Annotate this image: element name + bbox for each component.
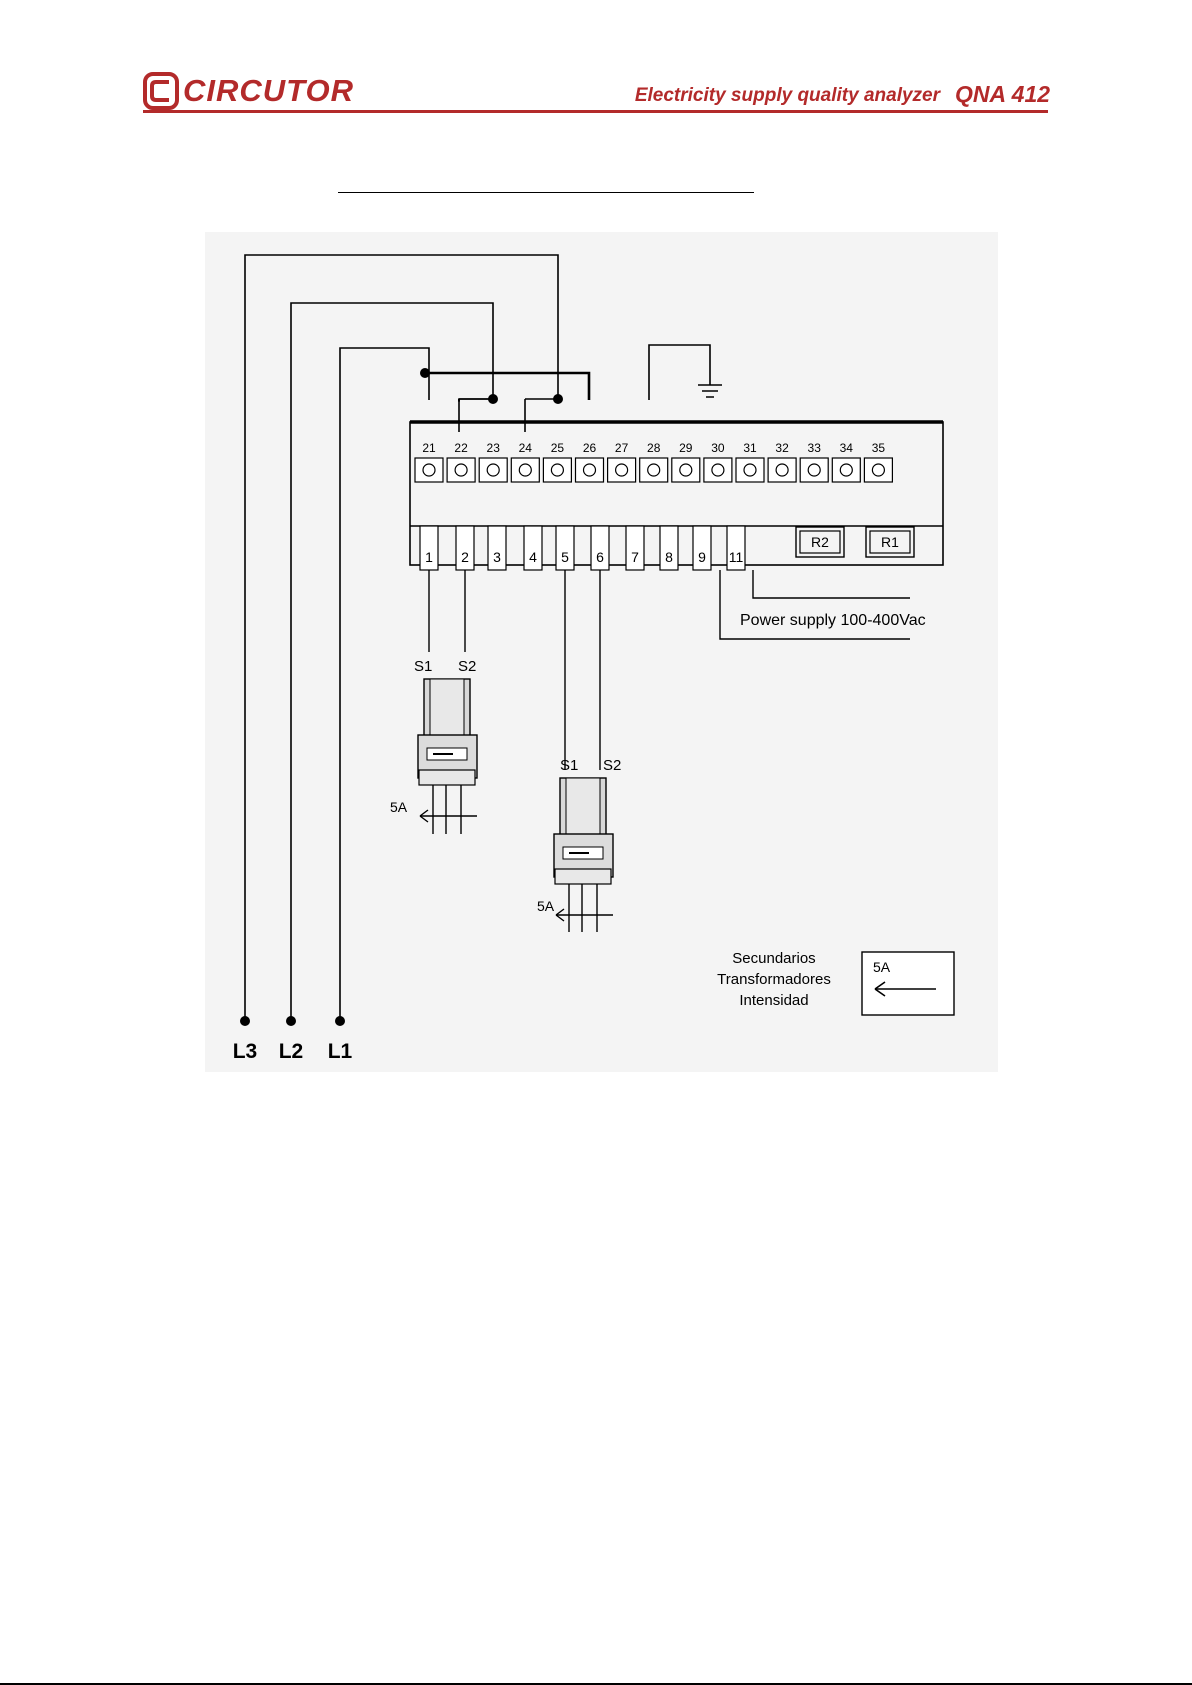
phase-label-l3: L3 (233, 1040, 258, 1063)
terminal-screw (672, 458, 700, 482)
header-divider (143, 110, 1048, 113)
ct1-s2-label: S2 (458, 658, 476, 675)
terminal-screw (736, 458, 764, 482)
document-subtitle: Electricity supply quality analyzer (600, 84, 940, 108)
ct2-wires (565, 570, 600, 770)
terminal-number: 22 (454, 441, 468, 455)
ct1-rating: 5A (390, 799, 408, 815)
top-terminals: 21 22 23 24 25 26 27 28 29 30 31 32 33 34 35 (415, 441, 892, 482)
terminal-number: 26 (583, 441, 597, 455)
phase-label-l1: L1 (328, 1040, 353, 1063)
connector-number: 3 (493, 549, 501, 565)
relay-r2: R2 (796, 527, 844, 557)
legend: Secundarios Transformadores Intensidad 5… (717, 950, 954, 1015)
legend-line-1: Secundarios (732, 950, 815, 967)
terminal-screw (704, 458, 732, 482)
connector-number: 9 (698, 549, 706, 565)
terminal-number: 30 (711, 441, 725, 455)
model-name: QNA 412 (955, 81, 1050, 107)
terminal-screw (447, 458, 475, 482)
brand-name: CIRCUTOR (183, 74, 354, 108)
current-transformer-1: S1 S2 5A (390, 658, 477, 834)
ct1-wires (429, 570, 465, 652)
phase-wires (245, 255, 722, 1021)
terminal-number: 32 (775, 441, 789, 455)
terminal-number: 28 (647, 441, 661, 455)
legend-rating: 5A (873, 959, 891, 975)
terminal-number: 23 (487, 441, 501, 455)
terminal-number: 34 (840, 441, 854, 455)
terminal-screw (768, 458, 796, 482)
connector-number: 4 (529, 549, 537, 565)
terminal-number: 24 (519, 441, 533, 455)
bottom-terminals: 1 2 3 4 5 6 7 8 9 11 (420, 526, 745, 570)
ct2-s2-label: S2 (603, 757, 621, 774)
ct2-s1-label: S1 (560, 757, 578, 774)
current-transformer-2: S1 S2 5A (537, 757, 621, 932)
terminal-number: 27 (615, 441, 629, 455)
terminal-screw (608, 458, 636, 482)
terminal-number: 21 (422, 441, 436, 455)
legend-line-3: Intensidad (739, 992, 808, 1009)
terminal-screw (800, 458, 828, 482)
circutor-logo-icon (143, 72, 179, 110)
power-supply-label: Power supply 100-400Vac (740, 612, 926, 629)
terminal-screw (832, 458, 860, 482)
terminal-screw (479, 458, 507, 482)
connector-number: 6 (596, 549, 604, 565)
connector-number: 5 (561, 549, 569, 565)
terminal-number: 31 (743, 441, 757, 455)
connector-number: 11 (729, 549, 744, 565)
ct1-s1-label: S1 (414, 658, 432, 675)
connector-number: 2 (461, 549, 469, 565)
relay-r2-label: R2 (811, 534, 829, 550)
ct2-rating: 5A (537, 898, 555, 914)
page-header: CIRCUTOR Electricity supply quality anal… (0, 0, 1192, 120)
phase-label-l2: L2 (279, 1040, 304, 1063)
relay-r1: R1 (866, 527, 914, 557)
terminal-number: 33 (808, 441, 822, 455)
terminal-screw (543, 458, 571, 482)
terminal-screw (576, 458, 604, 482)
terminal-screw (511, 458, 539, 482)
legend-line-2: Transformadores (717, 971, 831, 988)
connector-number: 1 (425, 549, 433, 565)
terminal-screw (640, 458, 668, 482)
connector-number: 7 (631, 549, 639, 565)
terminal-screw (864, 458, 892, 482)
terminal-number: 25 (551, 441, 565, 455)
terminal-number: 35 (872, 441, 886, 455)
relay-r1-label: R1 (881, 534, 899, 550)
terminal-number: 29 (679, 441, 693, 455)
connector-number: 8 (665, 549, 673, 565)
terminal-screw (415, 458, 443, 482)
section-title-underline (338, 192, 754, 193)
